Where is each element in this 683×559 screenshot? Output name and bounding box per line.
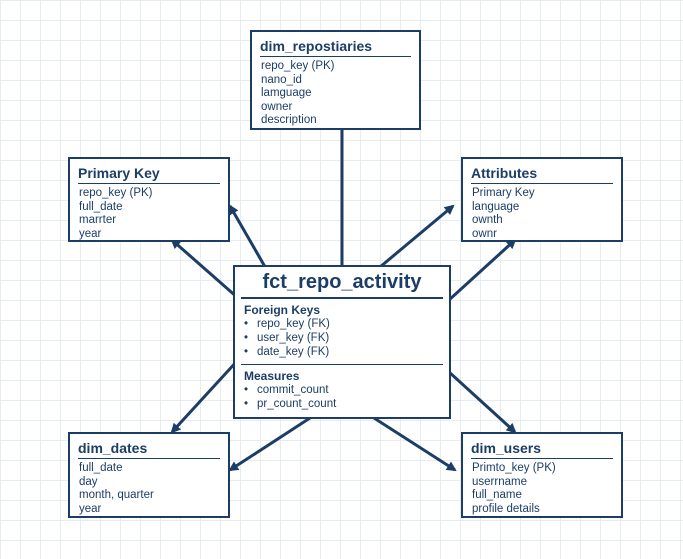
field: repo_key (PK) bbox=[79, 187, 153, 199]
field: repo_key (PK) bbox=[261, 60, 335, 72]
foreign-keys-title: Foreign Keys bbox=[244, 303, 321, 317]
table-dim-dates: dim_dates full_date day month, quarter y… bbox=[68, 432, 230, 518]
foreign-key-item: date_key (FK) bbox=[244, 346, 449, 360]
arrow-to-primary-key-b bbox=[170, 238, 239, 300]
arrow-to-attributes-a bbox=[373, 204, 455, 274]
field: year bbox=[79, 502, 102, 515]
table-primary-key: Primary Key repo_key (PK) full_date marr… bbox=[68, 157, 230, 242]
table-title: Attributes bbox=[471, 165, 613, 184]
field-list: full_date day month, quarter year bbox=[79, 462, 228, 516]
arrow-to-dates-b bbox=[228, 416, 311, 472]
field: userrname bbox=[472, 475, 527, 488]
field: ownth bbox=[472, 214, 503, 226]
field: profile details bbox=[472, 502, 540, 515]
field: nano_id bbox=[261, 73, 302, 86]
field-list: Primary Key language ownth ownr bbox=[472, 187, 621, 241]
measures-list: commit_count pr_count_count bbox=[235, 384, 449, 412]
field: Primto_key (PK) bbox=[472, 462, 556, 474]
fact-title: fct_repo_activity bbox=[241, 270, 443, 299]
table-title: dim_repostiaries bbox=[260, 38, 411, 57]
table-title: dim_dates bbox=[78, 440, 220, 459]
arrow-to-attributes-b bbox=[447, 238, 517, 302]
table-title: dim_users bbox=[471, 440, 613, 459]
measure-item: pr_count_count bbox=[244, 398, 449, 412]
table-fact-repo-activity: fct_repo_activity Foreign Keys repo_key … bbox=[233, 265, 451, 419]
foreign-key-item: repo_key (FK) bbox=[244, 318, 449, 332]
arrow-to-users-a bbox=[447, 370, 517, 434]
field-list: repo_key (PK) nano_id lamguage owner des… bbox=[261, 60, 419, 128]
field: month, quarter bbox=[79, 489, 154, 501]
field-list: Primto_key (PK) userrname full_name prof… bbox=[472, 462, 621, 516]
arrow-to-dates-a bbox=[170, 358, 240, 434]
field-list: repo_key (PK) full_date marrter year bbox=[79, 187, 228, 241]
foreign-keys-list: repo_key (FK) user_key (FK) date_key (FK… bbox=[235, 318, 449, 359]
table-dim-users: dim_users Primto_key (PK) userrname full… bbox=[461, 432, 623, 518]
field: ownr bbox=[472, 227, 497, 240]
table-attributes: Attributes Primary Key language ownth ow… bbox=[461, 157, 623, 242]
field: year bbox=[79, 227, 102, 240]
measures-title: Measures bbox=[244, 369, 300, 384]
field: Primary Key bbox=[472, 187, 535, 199]
fact-content: fct_repo_activity Foreign Keys repo_key … bbox=[235, 270, 449, 412]
table-dim-repositories: dim_repostiaries repo_key (PK) nano_id l… bbox=[250, 30, 421, 130]
arrow-to-primary-key-a bbox=[228, 204, 270, 273]
foreign-key-item: user_key (FK) bbox=[244, 332, 449, 346]
field: day bbox=[79, 475, 98, 488]
section-divider bbox=[241, 364, 443, 366]
arrow-to-users-b bbox=[373, 416, 457, 472]
measure-item: commit_count bbox=[244, 384, 449, 398]
field: lamguage bbox=[261, 87, 312, 99]
field: full_date bbox=[79, 462, 123, 474]
field: language bbox=[472, 200, 520, 213]
field: full_name bbox=[472, 489, 522, 501]
field: owner bbox=[261, 100, 293, 113]
field: description bbox=[261, 114, 317, 126]
field: full_date bbox=[79, 200, 123, 213]
table-title: Primary Key bbox=[78, 165, 220, 184]
field: marrter bbox=[79, 214, 117, 226]
